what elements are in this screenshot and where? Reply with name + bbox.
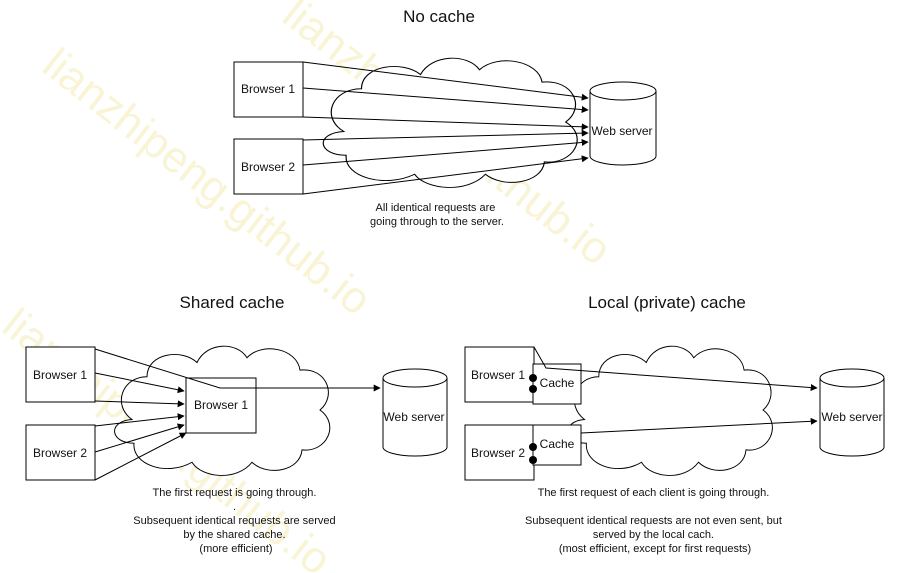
section-shared-cache: Shared cache Browser 1 Browser 2 Browser…: [25, 293, 448, 555]
shared-cache-caption-line1: The first request is going through.: [153, 487, 317, 499]
local-cache-browser2-label: Browser 2: [471, 446, 525, 460]
local-cache-browser2-box: [464, 424, 535, 481]
no-cache-server: Web server: [589, 81, 657, 166]
section-no-cache: No cache Browser 1 Browser 2 Web server …: [233, 7, 657, 228]
no-cache-server-label: Web server: [591, 124, 652, 138]
local-cache-server-label: Web server: [821, 410, 882, 424]
local-cache-cloud: [567, 345, 773, 476]
local-cache-cache1-box: [532, 363, 582, 405]
shared-cache-browser1-label: Browser 1: [33, 368, 87, 382]
local-cache-caption-line3: served by the local cach.: [593, 529, 714, 541]
section-local-cache: Local (private) cache Browser 1 Browser …: [464, 293, 885, 555]
no-cache-browser1-label: Browser 1: [241, 82, 295, 96]
watermark-text-1: lianzhipeng.github.io: [34, 39, 380, 325]
no-cache-caption: All identical requests are going through…: [370, 202, 504, 228]
local-cache-cache1-label: Cache: [540, 376, 575, 390]
local-cache-caption-line4: (most efficient, except for first reques…: [559, 543, 751, 555]
no-cache-caption-line1: All identical requests are: [376, 202, 496, 214]
shared-cache-server-label: Web server: [383, 410, 444, 424]
local-cache-caption-line2: Subsequent identical requests are not ev…: [525, 515, 782, 527]
local-cache-caption-line1: The first request of each client is goin…: [538, 487, 770, 499]
shared-cache-caption-line3: Subsequent identical requests are served: [133, 515, 335, 527]
no-cache-caption-line2: going through to the server.: [370, 216, 504, 228]
no-cache-browser1-box: [233, 61, 304, 118]
shared-cache-caption-line2: .: [233, 501, 236, 513]
shared-cache-request-arrows: [94, 348, 381, 481]
shared-cache-server: Web server: [382, 368, 448, 457]
local-cache-cache2-box: [532, 424, 582, 466]
no-cache-title: No cache: [403, 7, 475, 26]
shared-cache-title: Shared cache: [180, 293, 285, 312]
shared-cache-browser1-box: [25, 346, 96, 403]
shared-cache-caption: The first request is going through. . Su…: [133, 487, 338, 555]
local-cache-request-arrows: [533, 346, 818, 434]
shared-cache-browser2-label: Browser 2: [33, 446, 87, 460]
local-cache-browser1-label: Browser 1: [471, 368, 525, 382]
local-cache-connector-dots: [529, 374, 537, 464]
local-cache-title: Local (private) cache: [588, 293, 746, 312]
shared-cache-caption-line5: (more efficient): [199, 543, 272, 555]
local-cache-browser1-box: [464, 346, 535, 403]
shared-cache-proxy-label: Browser 1: [194, 398, 248, 412]
local-cache-caption: The first request of each client is goin…: [525, 487, 785, 555]
shared-cache-proxy-box: [185, 377, 257, 434]
shared-cache-caption-line4: by the shared cache.: [183, 529, 285, 541]
shared-cache-browser2-box: [25, 424, 96, 481]
no-cache-request-arrows: [302, 61, 589, 195]
local-cache-server: Web server: [819, 368, 885, 457]
local-cache-cache2-label: Cache: [540, 437, 575, 451]
no-cache-browser2-box: [233, 138, 304, 195]
no-cache-browser2-label: Browser 2: [241, 160, 295, 174]
